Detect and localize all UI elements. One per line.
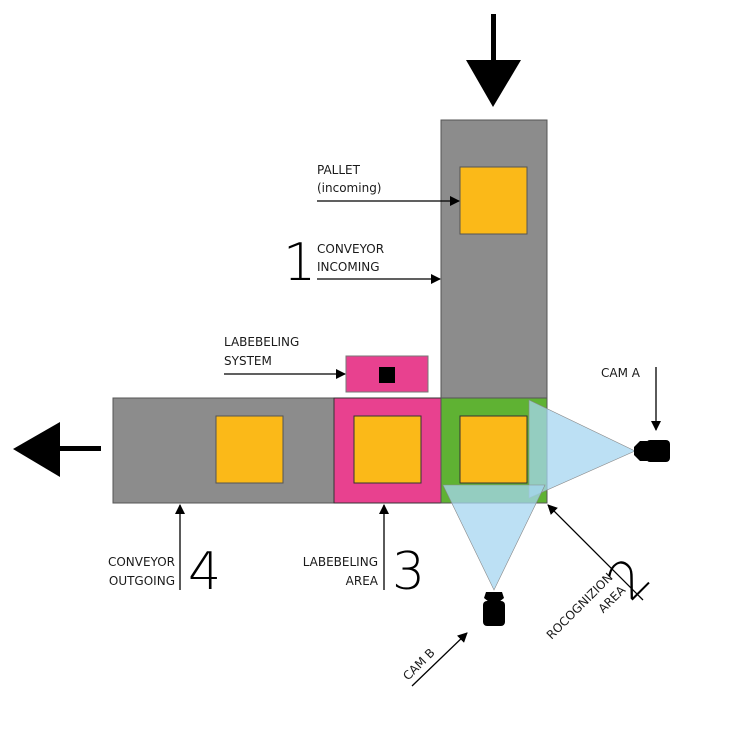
conveyor-outgoing-label-line2: OUTGOING bbox=[109, 574, 175, 588]
labeling-system bbox=[345, 355, 429, 393]
labeling-system-label-line1: LABEBELING bbox=[224, 335, 299, 349]
recognition-area-leader-arrow bbox=[547, 504, 644, 601]
pallet-incoming bbox=[459, 166, 528, 235]
cam-b-label: CAM B bbox=[400, 646, 437, 683]
labeling-system-label-line2: SYSTEM bbox=[224, 354, 272, 368]
cam-b-icon bbox=[483, 592, 505, 626]
pallet-outgoing bbox=[215, 415, 284, 484]
pallet-recognition bbox=[459, 415, 528, 484]
cam-a-fov bbox=[528, 399, 636, 499]
number-1: 1 bbox=[283, 233, 316, 293]
conveyor-incoming-label-line1: CONVEYOR bbox=[317, 242, 384, 256]
pallet-label-line2: (incoming) bbox=[317, 181, 382, 195]
labeling-area-label-line2: AREA bbox=[346, 574, 379, 588]
labeling-area-label-line1: LABEBELING bbox=[303, 555, 378, 569]
number-4: 4 bbox=[188, 542, 221, 602]
cam-a-icon bbox=[634, 440, 670, 462]
pallet-labeling bbox=[353, 415, 422, 484]
labeler-head bbox=[379, 367, 395, 383]
number-3: 3 bbox=[392, 542, 425, 602]
conveyor-incoming bbox=[440, 119, 548, 399]
pallet-label-line1: PALLET bbox=[317, 163, 361, 177]
incoming-flow-arrow bbox=[466, 14, 521, 107]
conveyor-outgoing-label-line1: CONVEYOR bbox=[108, 555, 175, 569]
outgoing-flow-arrow bbox=[13, 422, 101, 477]
cam-a-label: CAM A bbox=[601, 366, 641, 380]
cam-b-leader-arrow bbox=[411, 632, 468, 687]
cam-b-fov bbox=[442, 484, 546, 591]
conveyor-incoming-label-line2: INCOMING bbox=[317, 260, 380, 274]
